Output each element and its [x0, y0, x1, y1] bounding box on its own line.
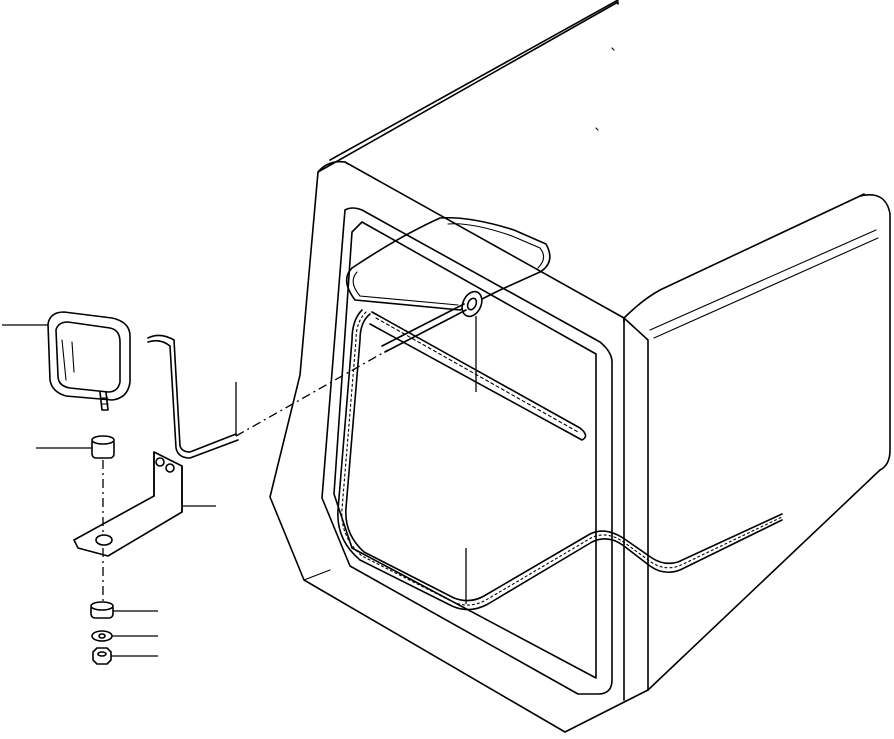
rubber-spacer — [90, 601, 114, 619]
bracket — [73, 451, 183, 557]
lamp-wire-loop — [345, 216, 551, 311]
spacer — [91, 435, 115, 459]
corrugated-harness-top — [369, 311, 587, 441]
cab-body — [269, 0, 891, 733]
assembly-path-wire — [235, 349, 389, 437]
callout-leaders — [2, 316, 477, 657]
window-frame — [303, 207, 613, 695]
work-lamp — [47, 311, 131, 411]
corrugated-harness — [337, 309, 783, 611]
lamp-wire — [147, 334, 239, 459]
nut — [92, 647, 112, 665]
grommet — [381, 290, 483, 353]
washer — [91, 630, 113, 642]
